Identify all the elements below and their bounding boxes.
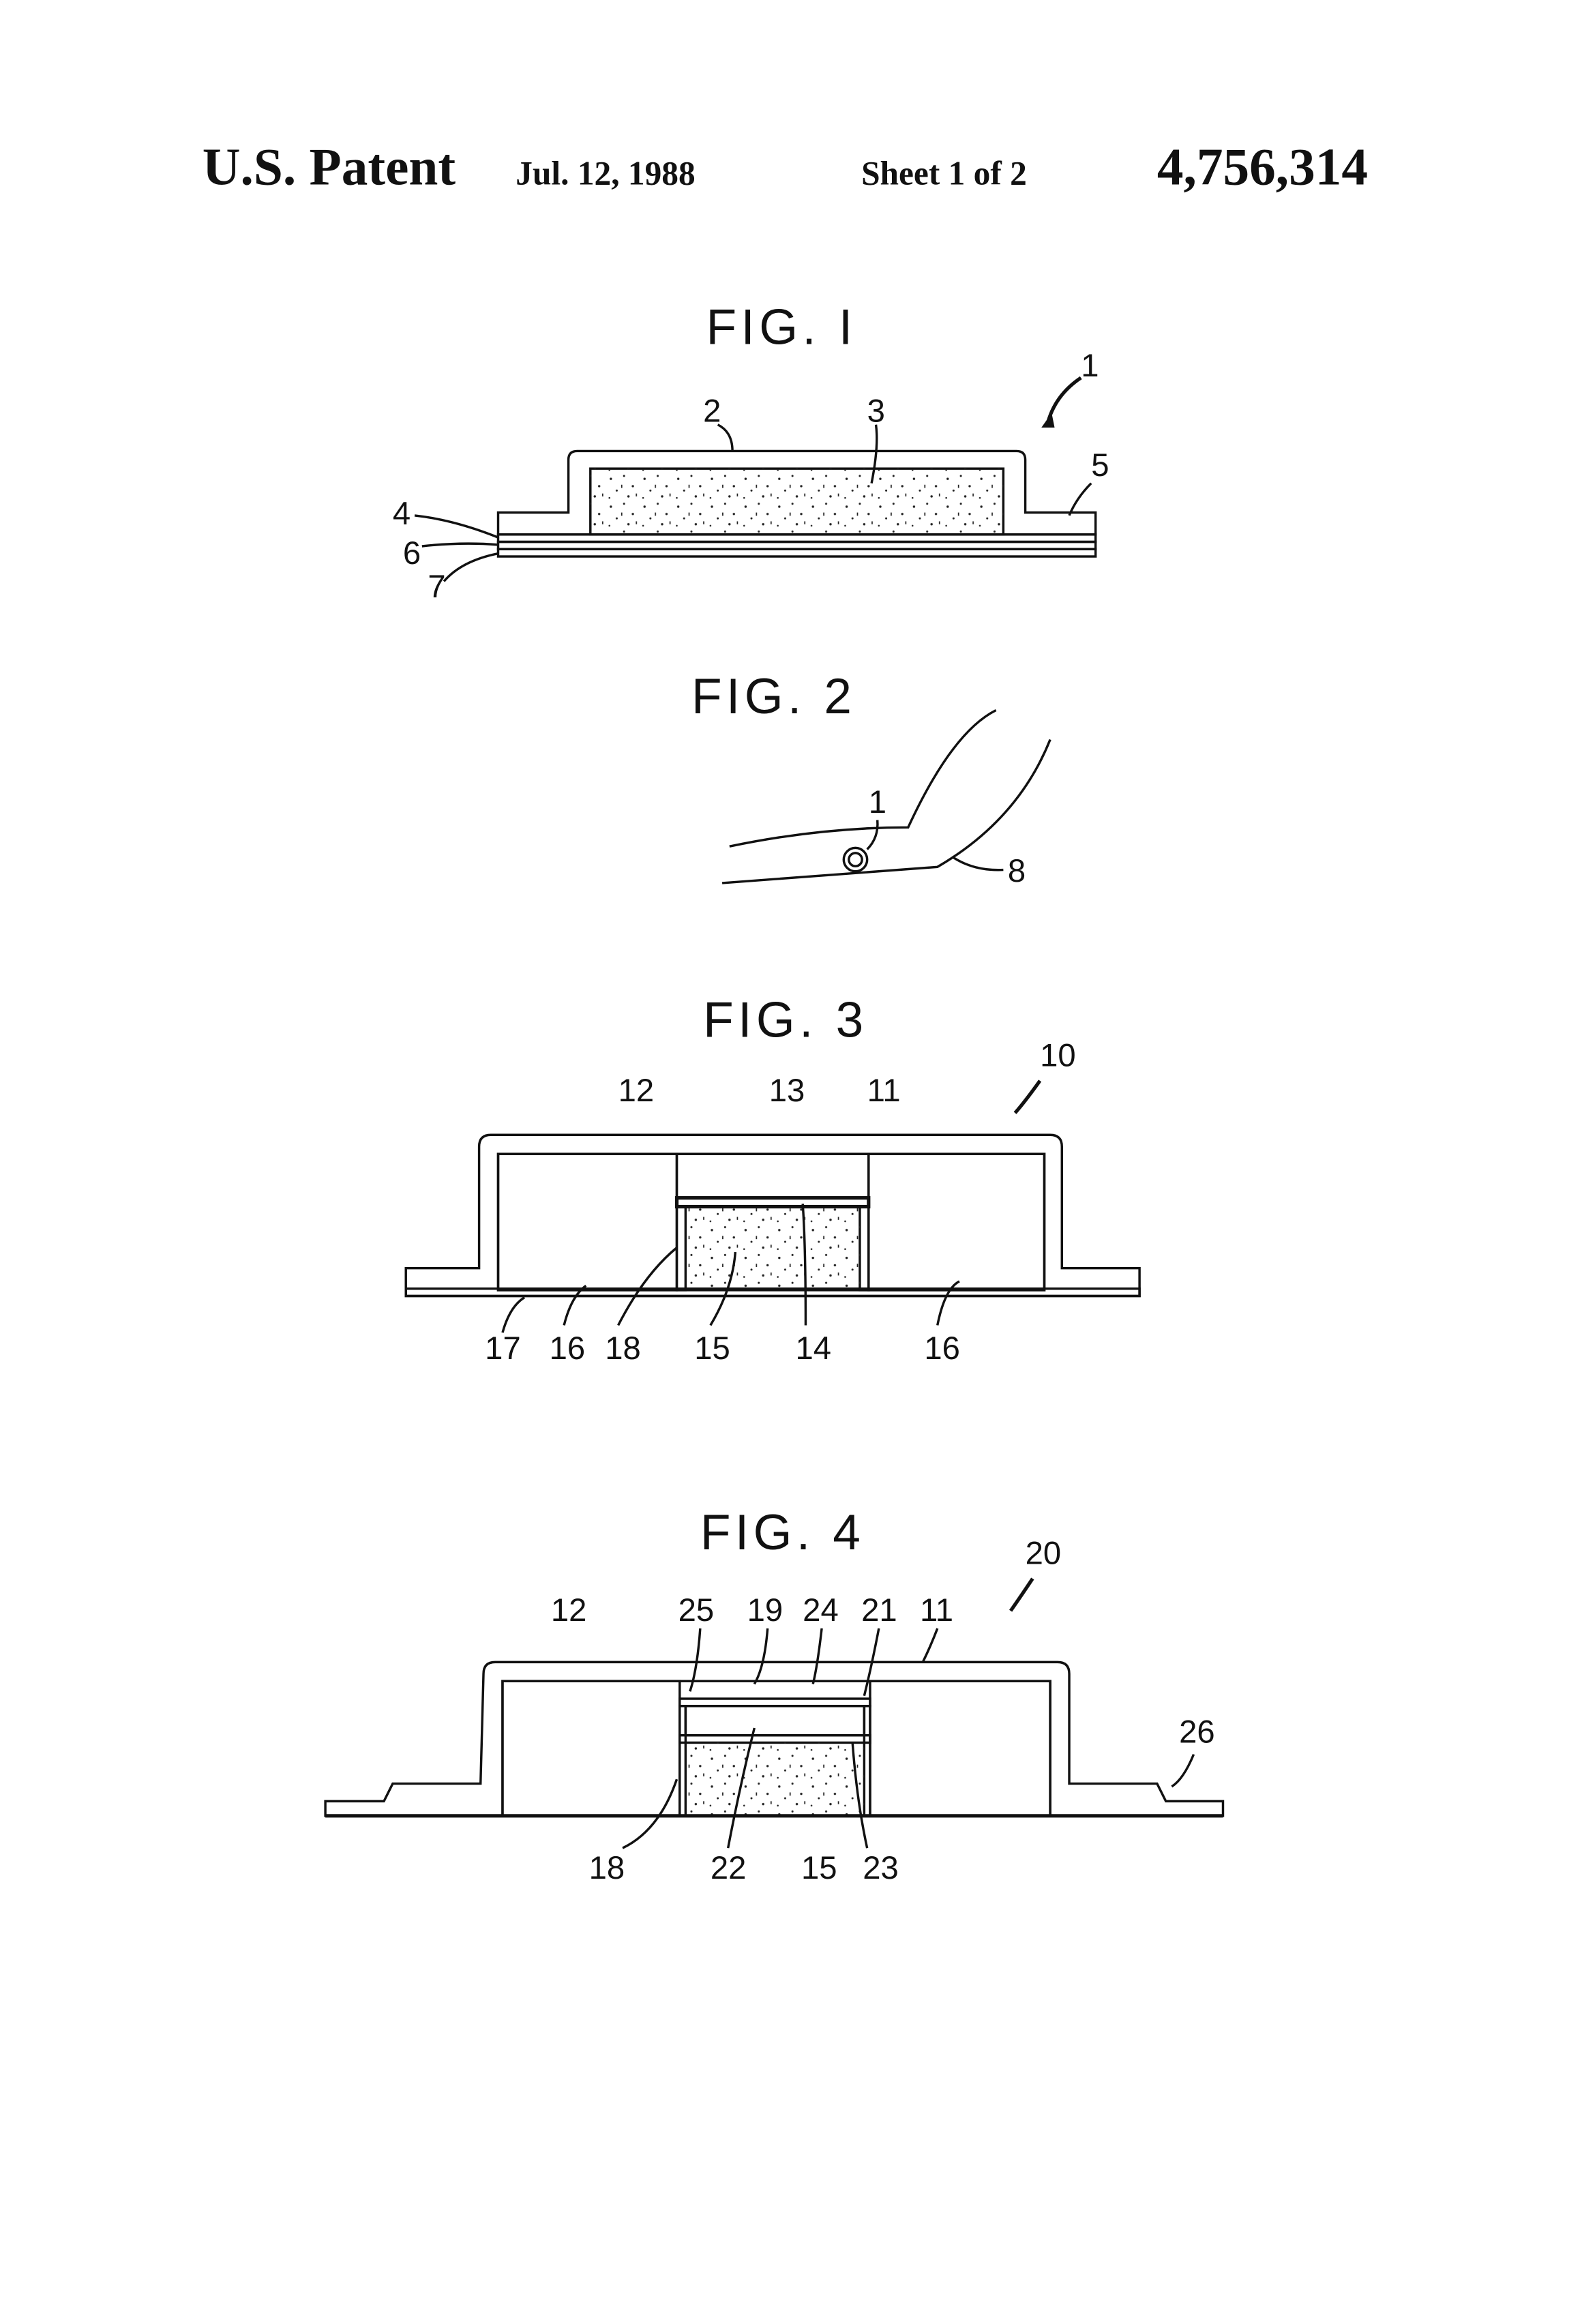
ref-11: 11 <box>920 1592 953 1628</box>
ref-8: 8 <box>1008 853 1026 889</box>
ref-14: 14 <box>795 1330 831 1367</box>
patent-date: Jul. 12, 1988 <box>516 155 695 192</box>
figure-4: FIG. 4 20 12 25 19 24 21 11 26 18 22 15 … <box>324 1505 1225 1886</box>
ref-2: 2 <box>703 393 721 429</box>
ref-4: 4 <box>393 496 411 532</box>
ref-16: 16 <box>550 1330 586 1367</box>
ref-10: 10 <box>1040 1037 1076 1073</box>
ref-16b: 16 <box>924 1330 960 1367</box>
figure-3-title: FIG. 3 <box>703 992 867 1047</box>
sheet-number: Sheet 1 of 2 <box>861 155 1027 192</box>
ref-13: 13 <box>769 1073 805 1109</box>
patent-office-label: U.S. Patent <box>203 138 456 196</box>
ref-15: 15 <box>801 1850 837 1886</box>
figure-3: FIG. 3 10 12 13 11 17 16 18 15 14 16 <box>404 992 1141 1367</box>
ref-25: 25 <box>678 1592 715 1628</box>
ref-7: 7 <box>428 569 445 605</box>
ref-18: 18 <box>589 1850 625 1886</box>
ref-6: 6 <box>403 535 421 571</box>
figure-1: FIG. I 2 3 1 5 4 6 7 <box>393 300 1109 606</box>
patent-number: 4,756,314 <box>1157 138 1368 196</box>
ref-18: 18 <box>605 1330 641 1367</box>
ref-5: 5 <box>1091 447 1109 483</box>
figure-4-title: FIG. 4 <box>700 1505 865 1560</box>
ref-26: 26 <box>1179 1714 1215 1750</box>
ref-19: 19 <box>747 1592 783 1628</box>
ref-1: 1 <box>1081 348 1099 384</box>
figure-2: FIG. 2 1 8 <box>691 669 1051 889</box>
ref-17: 17 <box>485 1330 521 1367</box>
ref-15: 15 <box>694 1330 730 1367</box>
ref-22: 22 <box>711 1850 747 1886</box>
ref-24: 24 <box>803 1592 839 1628</box>
figure-2-title: FIG. 2 <box>691 669 856 724</box>
figure-1-title: FIG. I <box>706 300 856 355</box>
ref-23: 23 <box>863 1850 899 1886</box>
ref-1: 1 <box>869 784 886 820</box>
ref-12: 12 <box>618 1073 655 1109</box>
ref-21: 21 <box>861 1592 897 1628</box>
ref-20: 20 <box>1026 1535 1062 1571</box>
ref-11: 11 <box>867 1073 901 1109</box>
ref-3: 3 <box>867 393 885 429</box>
ref-12: 12 <box>551 1592 587 1628</box>
